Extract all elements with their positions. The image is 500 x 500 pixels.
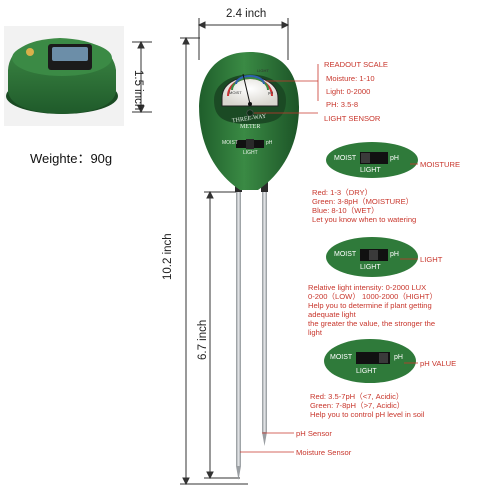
light-line-5: the greater the value, the stronger the — [308, 319, 436, 328]
light-sensor-label: LIGHT SENSOR — [324, 114, 381, 123]
panel-light-left: MOIST — [334, 251, 357, 258]
small-height-label: 1.5 inch — [132, 70, 144, 111]
probe-length-label: 6.7 inch — [197, 319, 209, 360]
panel-ph-right: pH — [394, 354, 403, 361]
readout-scale-moisture: Moisture: 1-10 — [326, 74, 375, 83]
width-dimension — [197, 18, 290, 60]
probe-length-dimension — [204, 190, 240, 480]
light-line-6: light — [308, 328, 322, 337]
meter-name: METER — [240, 124, 261, 130]
moisture-line-1: Red: 1-3（DRY） — [312, 188, 373, 197]
dial-label-ph: pH — [268, 90, 274, 95]
meter-switch-bottom: LIGHT — [243, 150, 258, 156]
dial-label-light: LIGHT — [257, 68, 269, 73]
ph-line-1: Red: 3.5-7pH（<7, Acidic） — [310, 392, 404, 401]
light-title: LIGHT — [420, 255, 443, 264]
meter-body — [199, 52, 300, 190]
moisture-line-3: Blue: 8-10（WET） — [312, 206, 379, 215]
meter-switch-left: MOIST — [222, 140, 238, 146]
callout-lines — [240, 64, 319, 453]
small-height-dimension — [132, 40, 152, 114]
moisture-line-2: Green: 3-8pH（MOISTURE） — [312, 197, 414, 206]
ph-value-title: pH VALUE — [420, 359, 457, 368]
panel-moisture-left: MOIST — [334, 155, 357, 162]
light-line-3: Help you to determine if plant getting — [308, 301, 432, 310]
total-length-dimension — [180, 36, 248, 486]
panel-light-bottom: LIGHT — [360, 264, 381, 271]
switch-panel-light — [326, 237, 418, 277]
readout-scale-light: Light: 0-2000 — [326, 87, 371, 96]
readout-scale-ph: PH: 3.5-8 — [326, 100, 359, 109]
width-label: 2.4 inch — [226, 8, 267, 20]
probes — [235, 182, 268, 480]
moisture-line-4: Let you know when to watering — [312, 215, 417, 224]
meter-side-view — [4, 26, 124, 126]
ph-line-3: Help you to control pH level in soil — [310, 410, 425, 419]
ph-sensor-label: pH Sensor — [296, 429, 332, 438]
readout-scale-title: READOUT SCALE — [324, 60, 389, 69]
weight-label: Weighte：90g — [30, 151, 113, 166]
panel-moisture-right: pH — [390, 155, 399, 162]
switch-panel-moisture — [326, 142, 418, 178]
dial-label-moist: MOIST — [229, 90, 242, 95]
panel-light-right: pH — [390, 251, 399, 258]
switch-panel-ph — [324, 339, 418, 383]
light-line-4: adequate light — [308, 310, 356, 319]
panel-ph-bottom: LIGHT — [356, 368, 377, 375]
panel-moisture-bottom: LIGHT — [360, 167, 381, 174]
meter-switch-right: pH — [266, 140, 273, 146]
ph-line-2: Green: 7-8pH（>7, Acidic） — [310, 401, 405, 410]
panel-ph-left: MOIST — [330, 354, 353, 361]
moisture-title: MOISTURE — [420, 160, 461, 169]
total-length-label: 10.2 inch — [162, 233, 174, 280]
light-line-1: Relative light intensity: 0-2000 LUX — [308, 283, 427, 292]
moisture-sensor-label: Moisture Sensor — [296, 448, 352, 457]
light-line-2: 0-200（LOW） 1000-2000（HIGHT） — [308, 292, 438, 301]
